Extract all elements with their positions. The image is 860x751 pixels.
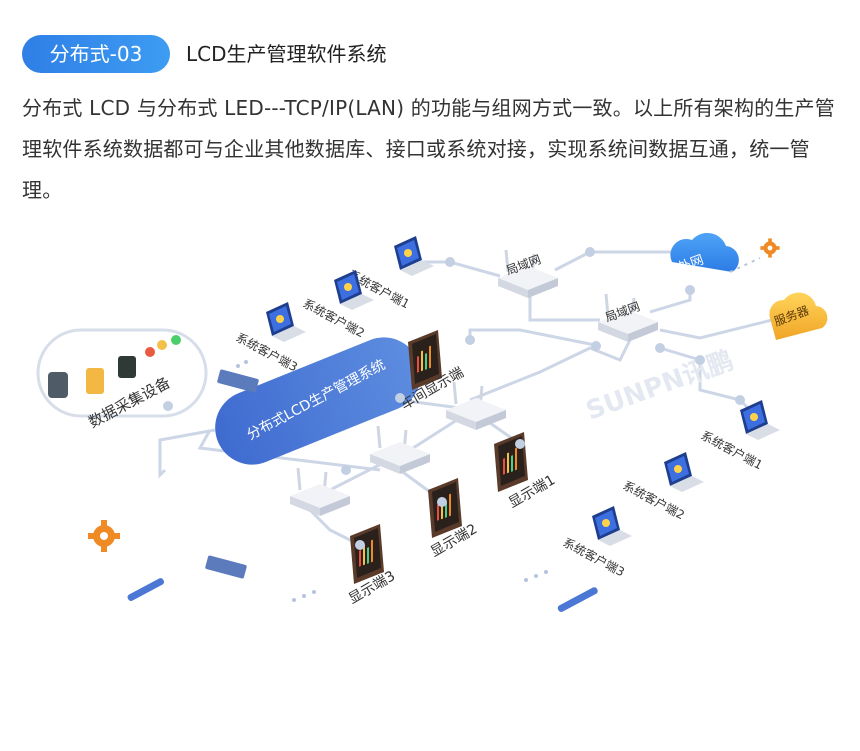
signal-light-icon [157, 340, 167, 350]
link-router-router [528, 290, 600, 322]
link-cloud-router [649, 288, 692, 314]
link-client1-router [420, 260, 501, 278]
watermark: SUNPN讯鹏 [582, 346, 737, 427]
decor-bar [127, 578, 165, 601]
decor-dots [236, 360, 548, 602]
keyboard-icon [217, 369, 259, 393]
gear-icon [88, 520, 120, 552]
cloud-external: 外网 [670, 232, 739, 276]
rfid-reader-icon [86, 368, 104, 394]
section-badge: 分布式-03 [22, 35, 170, 73]
laptop-icon [664, 452, 704, 492]
switch-icon [368, 424, 432, 476]
connection-nodes [163, 247, 745, 550]
router-top: 局域网 [496, 248, 560, 300]
gear-icon [760, 238, 780, 258]
server: 服务器 [769, 292, 828, 340]
right-client-2: 系统客户端2 [621, 452, 704, 522]
section-title: LCD生产管理软件系统 [186, 42, 387, 66]
laptop-icon [394, 236, 434, 276]
link-router-cloud [554, 250, 680, 272]
signal-light-icon [171, 335, 181, 345]
link-core-net [197, 429, 381, 472]
scanner-icon [48, 372, 68, 398]
link-server-router [659, 316, 781, 340]
switch-icon [288, 466, 352, 518]
laptop-icon [592, 506, 632, 546]
keyboard-icon [205, 555, 247, 579]
cloud-icon [670, 232, 739, 272]
terminal-icon [118, 356, 136, 378]
router-mid: 局域网 [596, 292, 660, 344]
dotted-link [729, 257, 761, 273]
link-switch3-display3 [308, 508, 361, 547]
signal-light-icon [145, 347, 155, 357]
link-router-switch1 [469, 339, 632, 402]
decor-bar [557, 587, 598, 612]
left-client-3: 系统客户端3 [234, 302, 306, 374]
link-router-rclient1 [659, 346, 762, 422]
display-2: 显示端2 [428, 478, 480, 560]
right-client-1: 系统客户端1 [699, 400, 780, 472]
link-core-collector [158, 428, 216, 479]
description-paragraph: 分布式 LCD 与分布式 LED---TCP/IP(LAN) 的功能与组网方式一… [22, 96, 835, 202]
right-client-3: 系统客户端3 [561, 506, 632, 579]
link-core-switch [399, 398, 461, 410]
server-cloud-icon [769, 292, 828, 340]
display-3: 显示端3 [346, 524, 398, 607]
link-display-router [468, 328, 601, 348]
display-1: 显示端1 [494, 432, 558, 511]
data-collection-group: 数据采集设备 [36, 328, 208, 432]
